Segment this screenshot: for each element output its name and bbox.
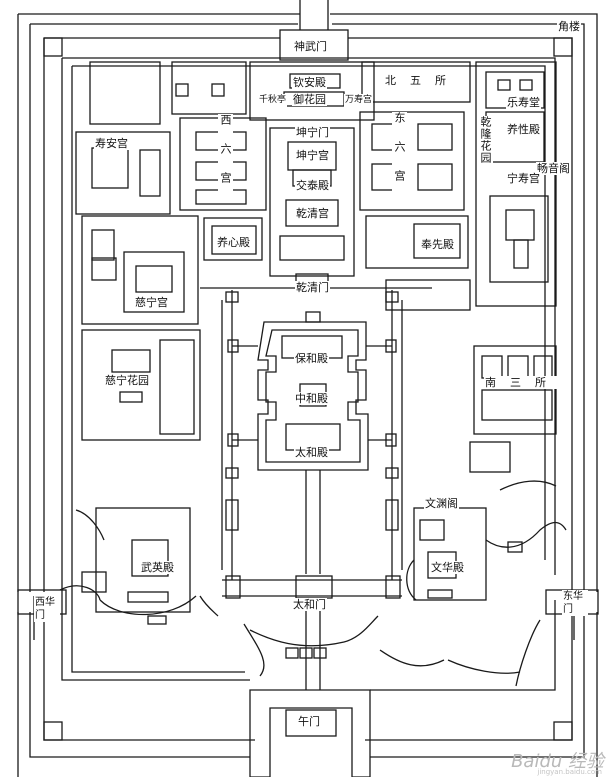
label-nansansuo: 南三所 — [484, 376, 561, 389]
label-jiaolou: 角楼 — [557, 20, 581, 33]
label-wenyuange: 文渊阁 — [424, 497, 459, 510]
east-six-palaces — [359, 111, 465, 211]
label-kunninggong: 坤宁宫 — [295, 149, 330, 162]
fengxiandian — [365, 215, 469, 269]
label-xiliugong: 西六宫 — [218, 114, 233, 201]
label-changyinge: 畅音阁 — [536, 162, 571, 175]
cining-garden — [81, 329, 201, 441]
label-qianqinggong: 乾清宫 — [295, 207, 330, 220]
label-dongliugong: 东六宫 — [392, 112, 407, 199]
label-yuhuayuan: 御花园 — [292, 93, 327, 106]
label-qianlonghuayuan: 乾隆花园 — [478, 116, 493, 164]
label-qinandian: 钦安殿 — [292, 76, 327, 89]
label-ciningongarden: 慈宁花园 — [104, 374, 150, 387]
imperial-garden — [249, 61, 375, 121]
label-beiwusuo: 北五所 — [384, 74, 461, 87]
wuyingdian — [95, 507, 191, 613]
wumen-gate — [249, 689, 371, 777]
outer-terrace — [257, 321, 369, 471]
label-qianqingmen: 乾清门 — [295, 281, 330, 294]
label-zhonghedian: 中和殿 — [294, 392, 329, 405]
watermark-url: jingyan.baidu.com — [537, 768, 602, 776]
corner-tower-se — [553, 721, 573, 741]
label-ningshougong: 宁寿宫 — [506, 172, 541, 185]
taihemen-gate — [295, 575, 333, 599]
label-baohedian: 保和殿 — [294, 352, 329, 365]
corner-tower-ne — [553, 37, 573, 57]
ningshou-palace — [475, 61, 557, 307]
nansansuo — [473, 345, 557, 435]
label-donghuamen: 东华门 — [562, 590, 588, 616]
wenhuadian — [413, 507, 487, 601]
label-wanshougong: 万寿宫 — [344, 94, 374, 107]
corner-tower-sw — [43, 721, 63, 741]
label-wumen: 午门 — [297, 715, 321, 728]
label-taihemen: 太和门 — [292, 598, 327, 611]
label-shenwumen: 神武门 — [293, 40, 328, 53]
label-fengxiandian: 奉先殿 — [420, 238, 455, 251]
label-wuyingdian: 武英殿 — [140, 561, 175, 574]
watermark: Baidu 经验 — [511, 751, 604, 772]
label-xihuamen: 西华门 — [34, 596, 60, 622]
label-jiaotaidian: 交泰殿 — [295, 179, 330, 192]
shenwumen-gate — [279, 29, 349, 61]
label-leshoutang: 乐寿堂 — [506, 96, 541, 109]
outer-moat — [17, 13, 598, 777]
outer-wall — [29, 23, 585, 758]
label-shouangong: 寿安宫 — [94, 137, 129, 150]
yangxindian — [203, 217, 263, 261]
label-taihedian: 太和殿 — [294, 446, 329, 459]
label-yangxindian: 养心殿 — [216, 236, 251, 249]
label-kunningmen: 坤宁门 — [295, 126, 330, 139]
label-qianqiuting: 千秋亭 — [258, 94, 288, 107]
label-cininggong: 慈宁宫 — [134, 296, 169, 309]
label-yangxingdian: 养性殿 — [506, 123, 541, 136]
shouan-palace — [75, 131, 171, 215]
label-wenhuadian: 文华殿 — [430, 561, 465, 574]
corner-tower-nw — [43, 37, 63, 57]
cining-palace — [81, 215, 199, 325]
